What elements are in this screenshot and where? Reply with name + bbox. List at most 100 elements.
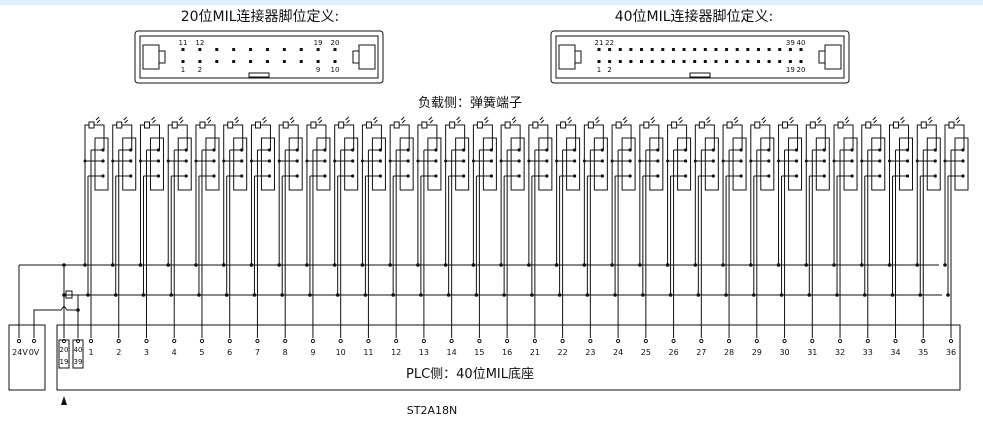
terminal-label: 16: [502, 348, 512, 357]
connector40-pin: [746, 60, 750, 63]
connector40-pin: [725, 60, 729, 63]
channel-27: 27: [693, 116, 719, 357]
connector40-pin: [703, 60, 707, 63]
terminal-point: [75, 338, 81, 344]
junction-dot: [888, 159, 892, 163]
spring-contact-icon: [905, 174, 910, 178]
junction-dot: [360, 159, 364, 163]
led-out-wire: [870, 124, 882, 150]
connector40-pin: [650, 48, 654, 51]
connector40-latch-1: [824, 44, 842, 70]
spring-terminal-box: [649, 137, 664, 191]
terminal-label: 35: [918, 348, 928, 357]
led-feed-wire: [667, 124, 672, 265]
terminal-label: 22: [558, 348, 568, 357]
led-icon: [893, 121, 900, 129]
connector40-pin: [693, 60, 697, 63]
spring-contact-icon: [573, 148, 577, 152]
spring-terminal-box: [94, 137, 109, 191]
spring-contact-icon: [767, 174, 771, 178]
led-arrow-icon: [373, 116, 378, 124]
connector40-pin: [682, 60, 686, 63]
junction-dot: [388, 159, 392, 163]
spring-contact-icon: [767, 148, 771, 152]
led-arrow-icon: [705, 116, 711, 124]
common-terminal-40: 40: [74, 346, 83, 354]
spring-contact-icon: [129, 159, 133, 163]
junction-dot: [666, 159, 670, 163]
led-arrow-icon: [595, 116, 600, 124]
spring-terminal-box: [205, 137, 220, 191]
spring-contact-icon: [212, 174, 216, 178]
led-out-wire: [815, 124, 826, 150]
led-out-wire: [565, 124, 577, 150]
junction-dot: [859, 263, 864, 267]
connector20-pin: [282, 48, 286, 51]
terminal-point: [643, 338, 648, 344]
spring-terminal-box: [455, 137, 470, 191]
led-feed-wire: [139, 124, 145, 265]
channel-32: 32: [832, 116, 858, 357]
terminal-label: 10: [336, 348, 346, 357]
spring-contact-icon: [628, 148, 632, 152]
led-feed-wire: [583, 124, 589, 265]
terminal-label: 8: [283, 348, 288, 357]
junction-dot: [804, 159, 808, 163]
spring-contact-icon: [794, 148, 799, 152]
terminal-24v-point: [16, 338, 22, 344]
led-feed-wire: [805, 124, 811, 265]
channel-28: 28: [721, 116, 747, 357]
channel-12: 12: [388, 116, 414, 357]
spring-contact-icon: [295, 174, 299, 178]
junction-dot: [277, 159, 281, 163]
connector40-pin: [725, 48, 729, 51]
spring-contact-icon: [351, 148, 355, 152]
terminal-point: [893, 338, 898, 344]
terminal-point: [699, 338, 704, 344]
led-feed-wire: [389, 124, 395, 265]
junction-dot: [554, 263, 559, 267]
led-arrow-icon: [151, 116, 156, 124]
terminal-label: 25: [641, 348, 651, 357]
connector20-pin-label: 11: [179, 39, 188, 47]
connector40-pin: [597, 48, 601, 51]
led-feed-wire: [306, 124, 311, 265]
led-arrow-icon: [955, 116, 961, 124]
led-out-wire: [732, 124, 743, 150]
junction-dot: [835, 293, 839, 297]
led-arrow-icon: [900, 116, 905, 124]
connector20-pin: [316, 48, 320, 51]
led-out-wire: [704, 124, 715, 150]
junction-dot: [249, 159, 253, 163]
junction-dot: [169, 293, 174, 297]
spring-terminal-box: [399, 137, 414, 191]
junction-dot: [166, 159, 170, 163]
connector20-latch-tab-0: [158, 50, 166, 64]
junction-dot: [557, 293, 562, 297]
junction-dot: [391, 293, 395, 297]
terminal-label: 21: [530, 348, 540, 357]
junction-dot: [530, 293, 534, 297]
terminal-point: [588, 338, 593, 344]
spring-terminal-box: [677, 137, 692, 191]
led-icon: [560, 121, 567, 129]
channel-3: 3: [138, 116, 164, 357]
led-arrow-icon: [95, 116, 101, 124]
junction-dot: [111, 159, 115, 163]
junction-dot: [443, 263, 448, 267]
terminal-label: 14: [447, 348, 457, 357]
spring-contact-icon: [545, 159, 549, 163]
junction-dot: [721, 159, 725, 163]
junction-dot: [721, 263, 725, 267]
terminal-label: 3: [144, 348, 149, 357]
connector40-pin-label: 1: [597, 66, 601, 74]
spring-terminal-box: [704, 137, 719, 191]
spring-contact-icon: [434, 174, 438, 178]
junction-dot: [224, 293, 229, 297]
connector20-latch-1: [358, 44, 376, 70]
terminal-label: 31: [807, 348, 817, 357]
led-arrow-icon: [927, 116, 933, 124]
led-feed-wire: [112, 124, 117, 265]
connector20-pin: [333, 60, 337, 63]
